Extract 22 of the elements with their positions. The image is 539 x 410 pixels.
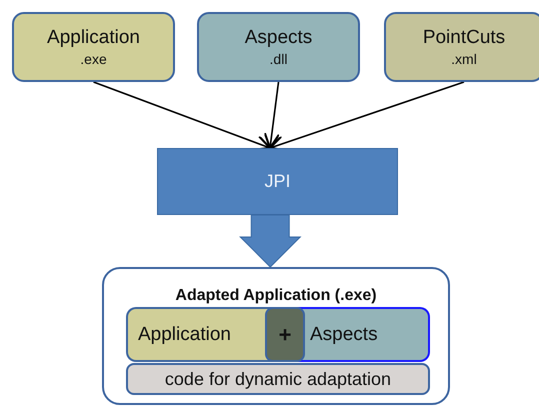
file-box <box>12 12 175 82</box>
extension-label: .dll <box>270 50 288 68</box>
label: code for dynamic adaptation <box>164 368 392 390</box>
label: Aspects <box>310 324 378 346</box>
label: JPI <box>264 171 290 192</box>
plus-sign: + <box>278 322 292 348</box>
heading: Adapted Application (.exe) <box>175 287 377 306</box>
plus-box <box>265 307 305 362</box>
block-arrow <box>239 214 302 268</box>
label: PointCuts <box>422 26 506 49</box>
file-box <box>384 12 539 82</box>
file-box <box>197 12 360 82</box>
label: Application <box>47 26 140 49</box>
container-box <box>102 267 450 405</box>
code-box <box>126 363 430 395</box>
process-box <box>157 148 398 215</box>
arrow <box>93 81 272 151</box>
label: Aspects <box>244 26 312 49</box>
arrow <box>264 82 280 150</box>
label: Application <box>138 324 231 346</box>
extension-label: .xml <box>451 50 477 68</box>
extension-label: .exe <box>80 50 107 68</box>
